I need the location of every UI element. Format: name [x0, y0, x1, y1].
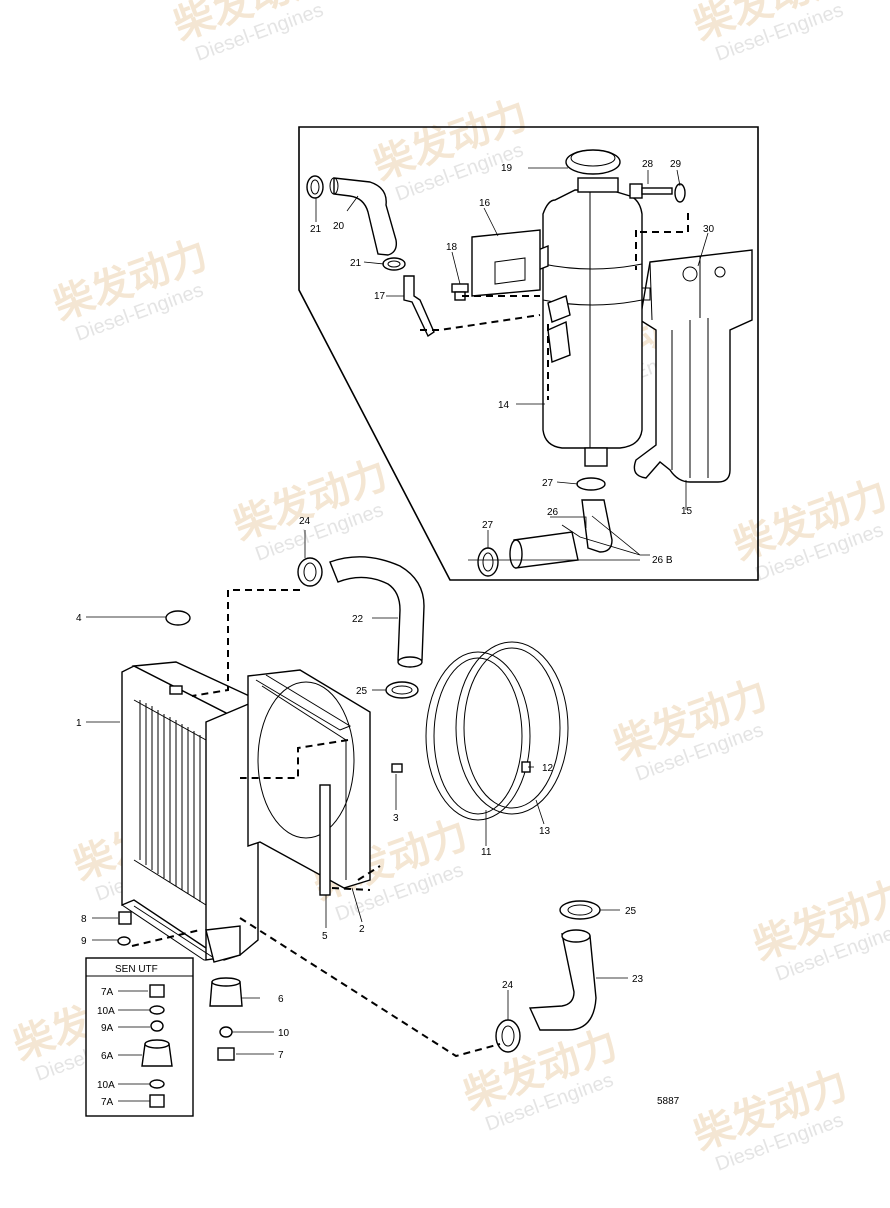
small-hose [329, 177, 398, 256]
mount-washer [219, 1026, 233, 1038]
hose-clamp-tank-outlet [477, 547, 499, 577]
expansion-tank [537, 177, 643, 467]
callout-10: 10 [278, 1028, 290, 1039]
callout-3: 3 [393, 813, 399, 824]
rubber-mount [209, 977, 243, 1007]
callout-30: 30 [703, 224, 715, 235]
callout-29: 29 [670, 159, 682, 170]
callout-2: 2 [359, 924, 365, 935]
mount-nut [217, 1047, 235, 1061]
watermark-1: 柴发动力 Diesel-Engines [168, 0, 334, 66]
watermark-6: 柴发动力 Diesel-Engines [228, 451, 394, 565]
callout-7: 7 [278, 1050, 284, 1061]
sen-utf-inset [85, 957, 194, 1117]
callout-21-top: 21 [310, 224, 322, 235]
inset-labels: SEN UTF 7A 10A 9A 6A 10A 7A [97, 964, 158, 1108]
callout-16: 16 [479, 198, 491, 209]
leader-lines [86, 167, 709, 1102]
drawing-number: 5887 [657, 1096, 680, 1107]
watermark-14: 柴发动力 Diesel-Engines [688, 1061, 854, 1175]
callout-21-mid: 21 [350, 258, 362, 269]
callout-22: 22 [352, 614, 364, 625]
callout-15: 15 [681, 506, 693, 517]
callout-6: 6 [278, 994, 284, 1005]
assembly-line [420, 314, 541, 331]
hose-clamp-upper [306, 175, 324, 199]
callout-4: 4 [76, 613, 82, 624]
watermark-8: 柴发动力 Diesel-Engines [608, 671, 774, 785]
callout-17: 17 [374, 291, 386, 302]
callout-25-bottom: 25 [625, 906, 637, 917]
hose-clamp-lower-bottom [495, 1019, 521, 1053]
callout-8: 8 [81, 914, 87, 925]
radiator-filler-neck [169, 685, 183, 695]
watermark-11: 柴发动力 Diesel-Engines [748, 871, 890, 985]
washer [674, 183, 686, 203]
mounting-bracket [633, 249, 753, 483]
expansion-tank-detail-frame [298, 126, 759, 581]
inset-label-9a: 9A [101, 1023, 114, 1034]
watermark-7: 柴发动力 Diesel-Engines [728, 471, 890, 585]
hose-clamp-radiator-inlet [385, 681, 419, 699]
hose-clamp-lower-top [559, 900, 601, 920]
callout-18: 18 [446, 242, 458, 253]
pipe-nipple [403, 275, 435, 338]
tank-strap [471, 229, 541, 297]
assembly-line [191, 589, 300, 697]
hose-clamp-lower [382, 257, 406, 271]
upper-radiator-hose [329, 556, 425, 668]
radiator-cap [165, 610, 191, 626]
callout-12: 12 [542, 763, 554, 774]
callout-14: 14 [498, 400, 510, 411]
inset-label-10a-bottom: 10A [97, 1080, 115, 1091]
watermark-3: 柴发动力 Diesel-Engines [368, 91, 534, 205]
callout-20: 20 [333, 221, 345, 232]
callout-labels: 19 28 29 30 16 18 17 20 21 21 14 27 15 2… [76, 159, 715, 1061]
inset-label-10a-top: 10A [97, 1006, 115, 1017]
callout-5: 5 [322, 931, 328, 942]
callout-1: 1 [76, 718, 82, 729]
assembly-line [239, 917, 501, 1058]
inset-label-7a-top: 7A [101, 987, 114, 998]
callout-9: 9 [81, 936, 87, 947]
fan-ring [425, 651, 531, 821]
callout-13: 13 [539, 826, 551, 837]
callout-26b: 26 B [652, 555, 673, 566]
lower-radiator-hose [528, 929, 597, 1031]
filler-cap [565, 149, 621, 175]
drain-cock [118, 911, 132, 925]
callout-28: 28 [642, 159, 654, 170]
assembly-line [331, 865, 381, 891]
callout-24-top: 24 [299, 516, 311, 527]
watermark-2: 柴发动力 Diesel-Engines [688, 0, 854, 66]
assembly-line [240, 739, 349, 779]
hose-clamp-upper-hose [297, 557, 323, 587]
callout-24-bottom: 24 [502, 980, 514, 991]
callout-27-right: 27 [542, 478, 554, 489]
bolt [629, 183, 673, 199]
callout-23: 23 [632, 974, 644, 985]
callout-27-left: 27 [482, 520, 494, 531]
watermark-4: 柴发动力 Diesel-Engines [48, 231, 214, 345]
fan-ring-band [455, 641, 569, 815]
drain-plug [451, 283, 469, 301]
callout-25-mid: 25 [356, 686, 368, 697]
inset-label-7a-bottom: 7A [101, 1097, 114, 1108]
tank-outlet-hose [509, 477, 613, 569]
assembly-line [640, 210, 689, 233]
callout-26: 26 [547, 507, 559, 518]
shroud-bolt [391, 763, 403, 773]
inset-label-6a: 6A [101, 1051, 114, 1062]
support-stay [319, 784, 331, 896]
drain-washer [117, 936, 131, 946]
watermark-13: 柴发动力 Diesel-Engines [458, 1021, 624, 1135]
radiator [121, 661, 260, 963]
inset-title: SEN UTF [115, 964, 158, 975]
callout-11: 11 [481, 847, 492, 858]
callout-19: 19 [501, 163, 513, 174]
